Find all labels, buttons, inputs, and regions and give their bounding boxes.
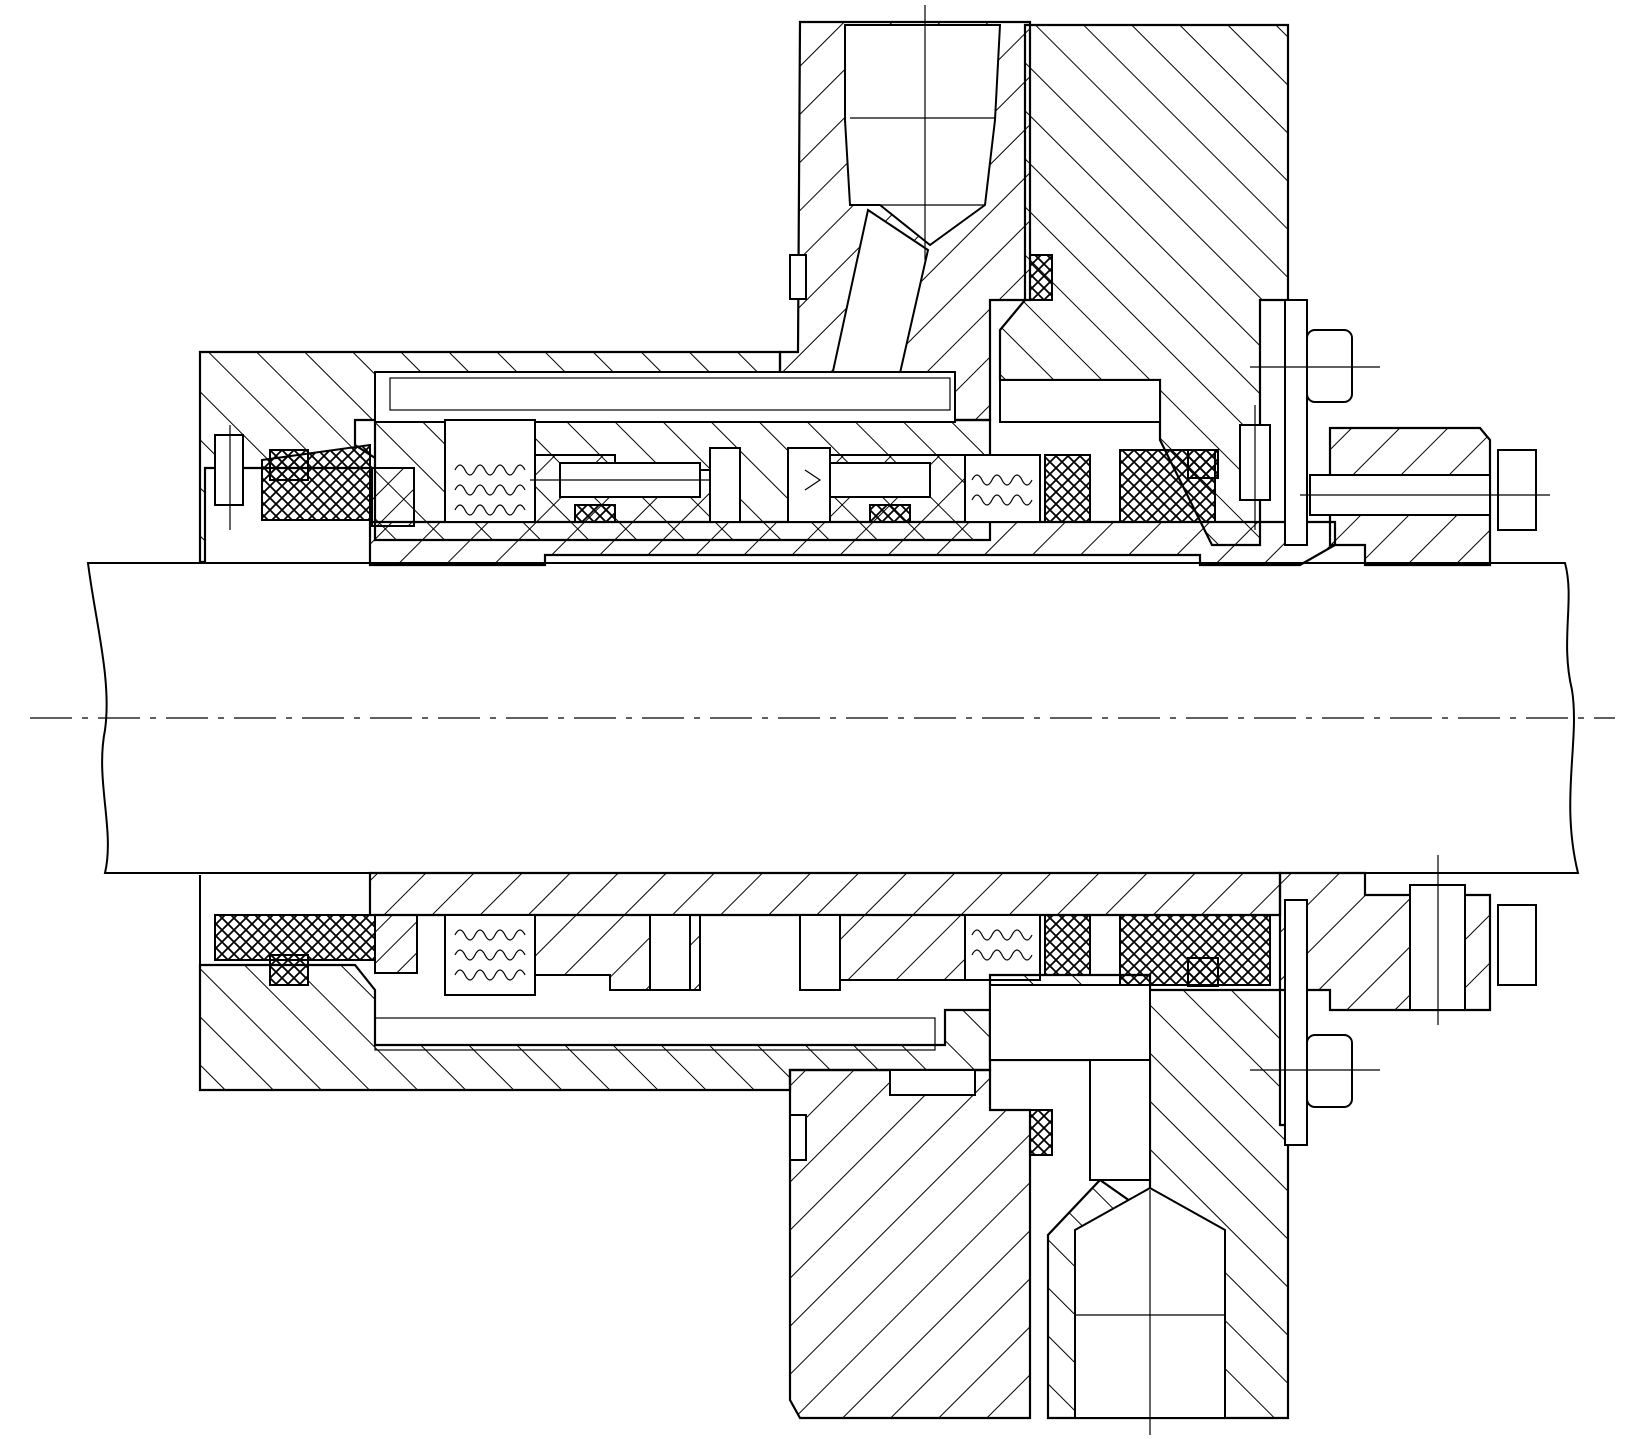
packing-upper-left [261,443,415,527]
outlet-block-lower [788,1068,1053,1420]
springs-upper [444,419,1041,523]
hex-bolt-upper [1250,299,1380,546]
packing-upper-right [1044,405,1271,530]
set-screws-upper [530,447,931,523]
seat-rings-lower [534,914,966,991]
inlet-block-upper [778,5,1053,422]
seal-sleeve-lower [368,871,1282,917]
hex-bolt-lower [1250,899,1380,1146]
seal-sleeve-upper [368,520,1337,567]
outlet-port-lower [1074,1186,1226,1435]
collar-upper [1300,426,1550,567]
gland-flange-upper [998,23,1290,547]
seal-housing-lower [198,875,992,1092]
packing-lower-right [1044,914,1271,987]
collar-lower [1278,855,1537,1025]
springs-lower [444,914,1041,996]
